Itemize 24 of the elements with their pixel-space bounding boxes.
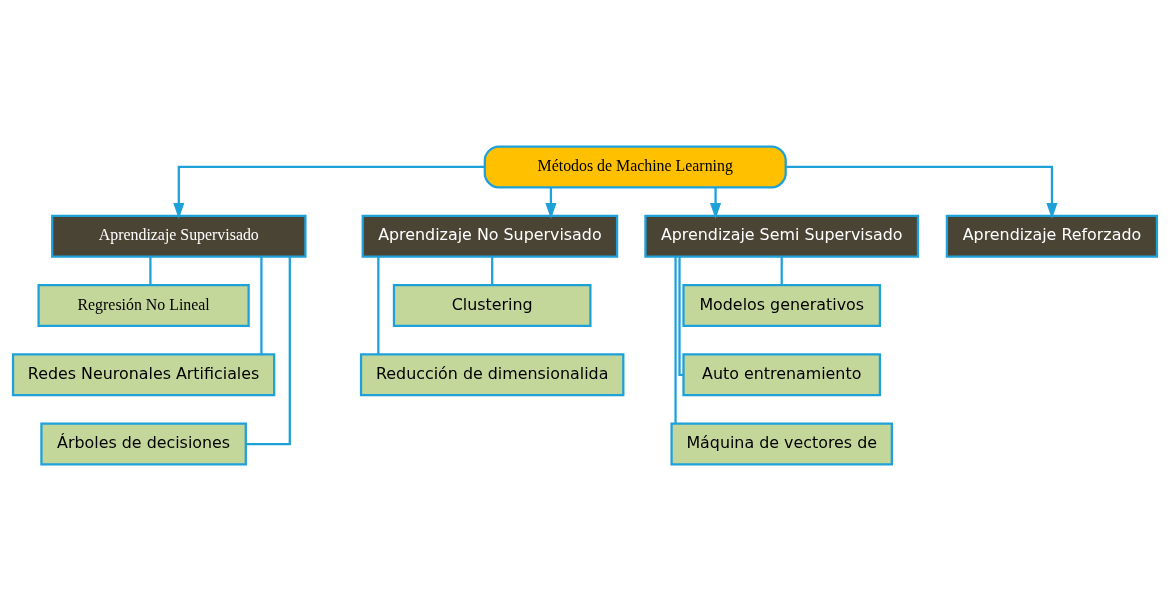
arrow bbox=[710, 187, 722, 219]
connector bbox=[678, 256, 684, 376]
connector bbox=[377, 256, 380, 354]
node-box: Máquina de vectores de bbox=[670, 421, 893, 466]
connector bbox=[491, 256, 494, 285]
node-box: Modelos generativos bbox=[682, 283, 882, 327]
node-box: Aprendizaje Semi Supervisado bbox=[644, 214, 920, 258]
node-box: Redes Neuronales Artificiales bbox=[11, 352, 276, 396]
arrow bbox=[173, 165, 485, 219]
connector bbox=[674, 256, 677, 423]
node-box: Auto entrenamiento bbox=[682, 352, 882, 396]
arrow bbox=[785, 165, 1058, 219]
node-box: Métodos de Machine Learning bbox=[483, 144, 787, 189]
node-box: Clustering bbox=[392, 283, 592, 327]
connector bbox=[780, 256, 783, 285]
connector bbox=[245, 256, 291, 445]
node-box: Regresión No Lineal bbox=[37, 283, 250, 327]
connector bbox=[149, 256, 152, 285]
connector bbox=[260, 256, 263, 354]
node-box: Árboles de decisiones bbox=[40, 421, 247, 466]
node-box: Aprendizaje Supervisado bbox=[51, 214, 307, 258]
node-box: Aprendizaje No Supervisado bbox=[361, 214, 619, 258]
node-box: Reducción de dimensionalida bbox=[359, 352, 625, 396]
node-box: Aprendizaje Reforzado bbox=[945, 214, 1159, 258]
